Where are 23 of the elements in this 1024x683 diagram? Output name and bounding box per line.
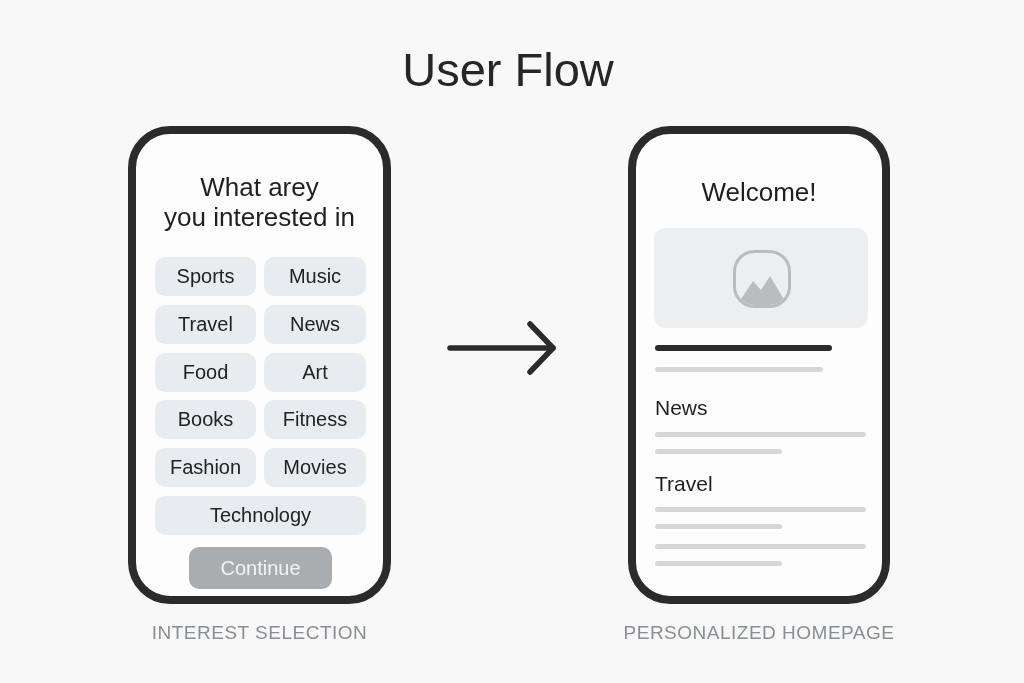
interest-chip: Music: [264, 257, 366, 296]
interest-chip: Travel: [155, 305, 256, 344]
screen-caption: INTEREST SELECTION: [151, 622, 368, 644]
screen-heading: What arey you interested in: [164, 172, 355, 232]
section-heading: News: [655, 396, 708, 420]
screen-heading: Welcome!: [701, 177, 817, 207]
interest-chip: Books: [155, 400, 256, 439]
interest-chip: Fitness: [264, 400, 366, 439]
screen-caption: PERSONALIZED HOMEPAGE: [623, 622, 895, 644]
arrow: [447, 321, 556, 375]
phone-frame: [628, 126, 890, 604]
interest-chip: Movies: [264, 448, 366, 487]
diagram-title: User Flow: [402, 43, 614, 97]
interest-chip: Technology: [155, 496, 366, 535]
interest-chip: News: [264, 305, 366, 344]
phone-frame: [128, 126, 391, 604]
continue-button: Continue: [189, 547, 332, 589]
image-placeholder: [654, 228, 868, 328]
interest-chip: Sports: [155, 257, 256, 296]
section-heading: Travel: [655, 472, 713, 496]
interest-chip: Food: [155, 353, 256, 392]
interest-chip: Fashion: [155, 448, 256, 487]
interest-chip: Art: [264, 353, 366, 392]
